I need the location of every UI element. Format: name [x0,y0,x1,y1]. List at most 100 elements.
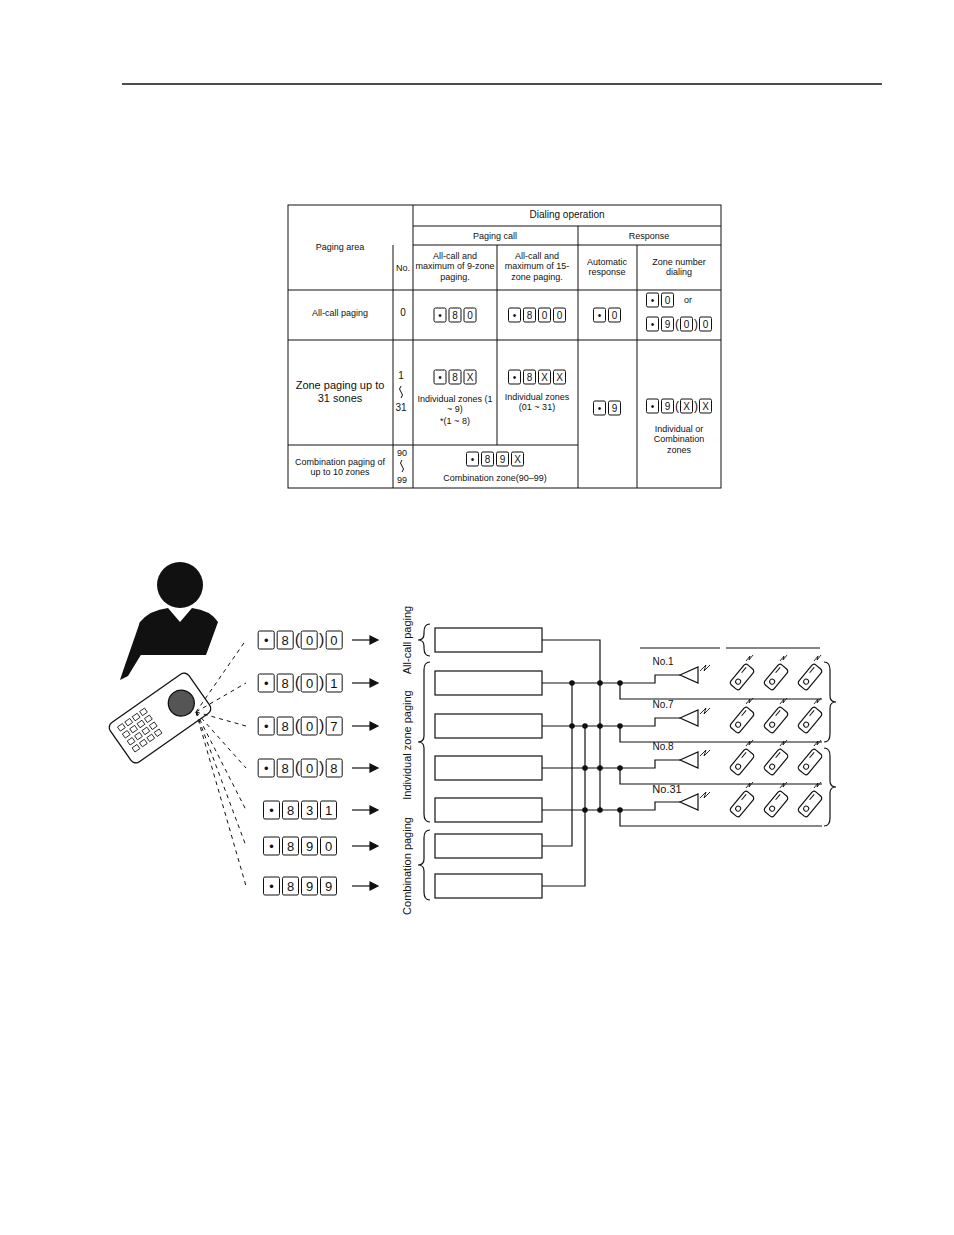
key-cap: 0 [661,293,674,308]
dial-key-sequence: •8(0)8 [257,759,344,778]
key-cap: ) [319,759,324,777]
key-cap: 8 [282,801,299,820]
key-cap: 9 [320,877,337,896]
key-cap: 0 [325,631,342,650]
key-cap: 9 [496,452,509,467]
key-cap: 9 [661,399,674,414]
key-cap: • [593,308,606,323]
key-cap: X [699,399,712,414]
table-cell-text: Individual zones (1 ~ 9) [415,394,495,415]
table-cell-text: Individual zones (01 ~ 31) [498,392,576,413]
key-cap: ( [675,399,679,413]
table-cell-text: Dialing operation [529,209,604,221]
table-cell-text: 0 [400,307,406,319]
table-cell-text: Combination zone(90–99) [443,473,547,483]
key-cap: • [263,837,280,856]
key-cap: ) [319,674,324,692]
dial-key-sequence: •8(0)0 [257,631,344,650]
key-cap: • [258,631,275,650]
key-cap: 1 [325,674,342,693]
table-cell-text: All-call and maximum of 9-zone paging. [415,251,495,282]
key-cap: 8 [325,759,342,778]
table-cell-text: Zone number dialing [641,257,717,278]
key-cap: 9 [608,401,621,416]
dial-key-sequence: •831 [262,801,338,820]
dial-key-sequence: •9(0)0 [645,317,713,332]
key-cap: X [538,370,551,385]
key-cap: 8 [523,308,536,323]
amplifier-number: No.7 [652,699,673,711]
key-cap: 8 [481,452,494,467]
key-cap: 8 [277,717,294,736]
table-cell-text: Individual or Combination zones [641,424,717,455]
key-cap: 0 [320,837,337,856]
key-cap: 0 [301,759,318,778]
table-cell-text: Combination paging of up to 10 zones [290,457,390,478]
key-cap: X [553,370,566,385]
key-cap: 8 [523,370,536,385]
key-cap: 8 [449,308,462,323]
dial-key-sequence: •80 [433,308,478,323]
key-cap: • [508,370,521,385]
table-cell-text: Response [629,231,670,241]
dial-key-sequence: •89X [465,452,525,467]
key-cap: • [434,370,447,385]
key-cap: 0 [464,308,477,323]
amplifier-number: No.1 [652,656,673,668]
amplifier-number: No.8 [652,741,673,753]
dial-key-sequence: •9(X)X [645,399,713,414]
dial-key-sequence: •0 [592,308,622,323]
key-cap: 8 [277,674,294,693]
dial-key-sequence: •8XX [507,370,567,385]
key-cap: 0 [301,674,318,693]
key-cap: ( [295,759,300,777]
key-cap: X [680,399,693,414]
key-cap: 8 [449,370,462,385]
table-cell-text: 99 [397,475,407,485]
key-cap: 8 [277,631,294,650]
key-cap: • [263,801,280,820]
key-cap: 8 [277,759,294,778]
table-cell-text: 1 [398,370,404,382]
key-cap: • [508,308,521,323]
key-cap: • [646,317,659,332]
key-cap: 9 [661,317,674,332]
key-cap: ( [675,317,679,331]
table-cell-text: or [684,295,692,305]
key-cap: 0 [301,717,318,736]
table-cell-text: No. [396,263,410,273]
key-cap: 0 [301,631,318,650]
key-cap: ( [295,674,300,692]
key-cap: • [263,877,280,896]
key-cap: 9 [301,837,318,856]
table-cell-text: 90 [397,448,407,458]
key-cap: ) [319,717,324,735]
key-cap: 1 [320,801,337,820]
dial-key-sequence: •8(0)7 [257,717,344,736]
dial-key-sequence: •8X [433,370,478,385]
key-cap: 0 [538,308,551,323]
key-cap: 0 [699,317,712,332]
key-cap: 0 [608,308,621,323]
key-cap: • [258,717,275,736]
key-cap: 9 [301,877,318,896]
table-cell-text: Automatic response [579,257,635,278]
table-cell-text: Zone paging up to 31 sones [293,379,388,404]
table-cell-text: *(1 ~ 8) [440,416,470,426]
key-cap: ) [319,631,324,649]
table-cell-text: All-call paging [312,308,368,318]
bracket-label: Individual zone paging [401,690,414,799]
dial-key-sequence: •8(0)1 [257,674,344,693]
table-cell-text: 31 [395,402,406,414]
key-cap: X [511,452,524,467]
key-cap: ) [694,317,698,331]
key-cap: ( [295,717,300,735]
dial-key-sequence: •890 [262,837,338,856]
key-cap: 0 [680,317,693,332]
key-cap: 8 [282,877,299,896]
key-cap: • [646,399,659,414]
table-cell-text: All-call and maximum of 15-zone paging. [498,251,576,282]
key-cap: • [466,452,479,467]
